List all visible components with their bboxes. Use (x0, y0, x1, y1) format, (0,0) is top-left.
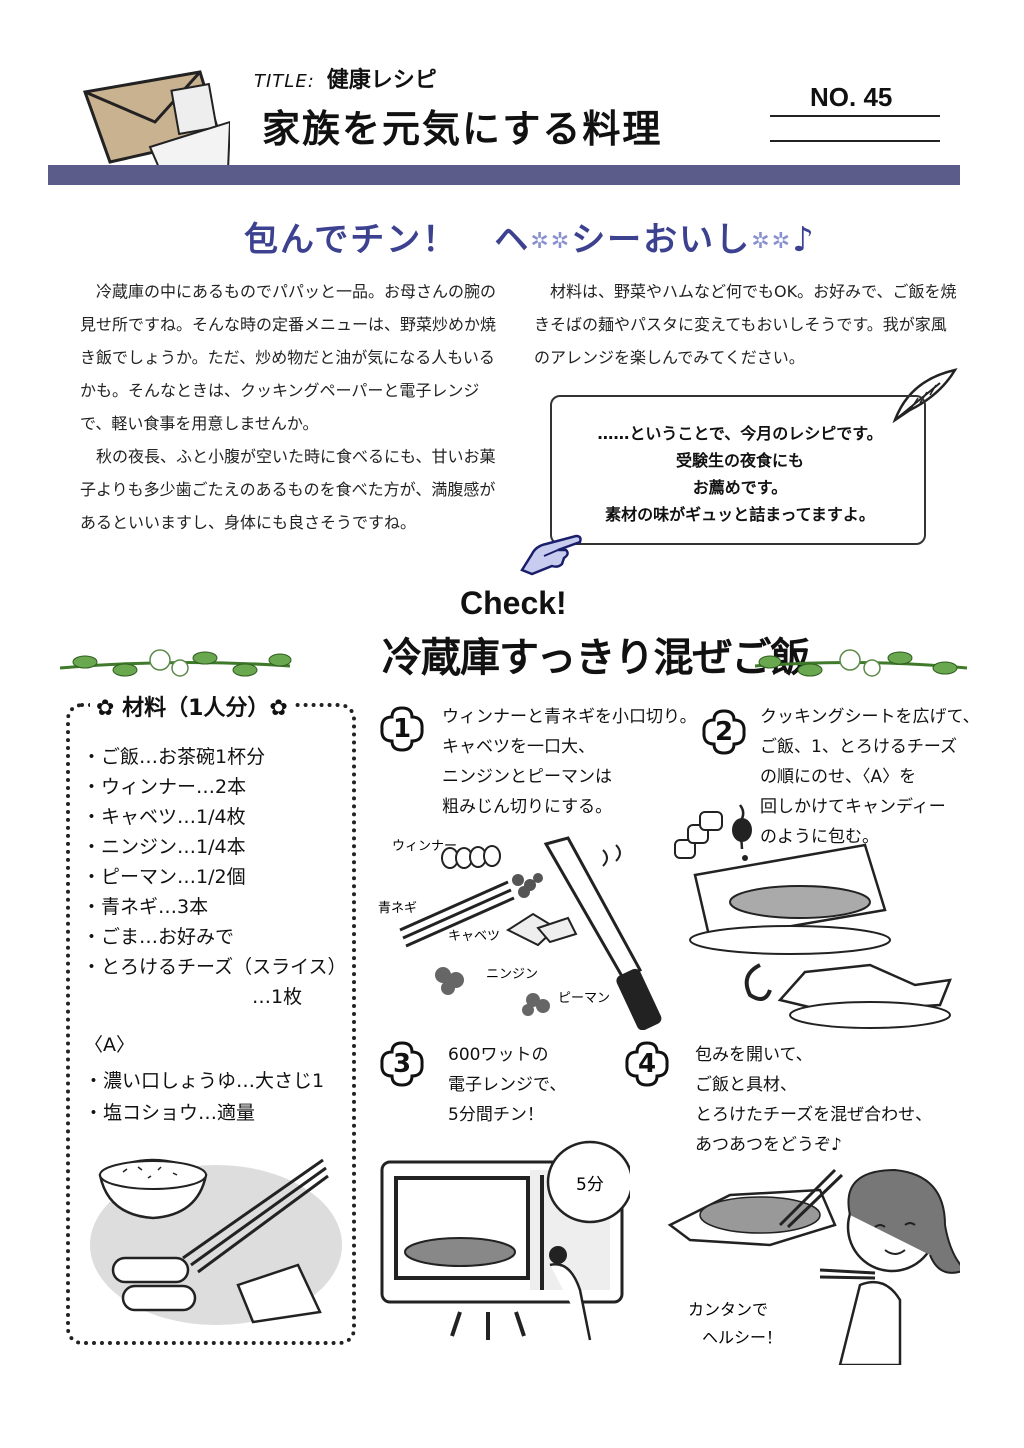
intro-paragraph: 冷蔵庫の中にあるものでパパッと一品。お母さんの腕の見せ所ですね。そんな時の定番メ… (80, 282, 497, 433)
intro-paragraph: 秋の夜長、ふと小腹が空いた時に食べるにも、甘いお菓子よりも多少歯ごたえのあるもの… (80, 447, 496, 532)
step-line: ご飯と具材、 (695, 1075, 797, 1095)
negi-label: 青ネギ (378, 901, 417, 916)
step-line: キャベツを一口大、 (442, 737, 595, 757)
headline-part2: シーおいし (571, 220, 752, 260)
ingredient-item-cont: …1枚 (252, 986, 303, 1008)
title-key: TITLE: (254, 71, 315, 92)
step-number: 2 (714, 717, 734, 747)
step-line: 600ワットの (448, 1045, 549, 1065)
ingredient-item: ピーマン…1/2個 (82, 862, 352, 892)
step-number-badge: 1 (378, 705, 426, 753)
divider (770, 140, 940, 142)
ingredient-item: ごま…お好みで (82, 922, 352, 952)
step-line: 電子レンジで、 (448, 1075, 567, 1095)
issue-number: NO. 45 (810, 82, 893, 112)
divider (770, 115, 940, 117)
envelope-icon (82, 70, 230, 171)
title-value: 健康レシピ (326, 68, 437, 93)
carrot-label: ニンジン (486, 967, 538, 982)
ingredient-item: ウィンナー…2本 (82, 772, 352, 802)
pepper-label: ピーマン (558, 991, 610, 1006)
vine-decoration-icon (754, 649, 968, 677)
step-number: 1 (392, 714, 412, 744)
ingredient-item: キャベツ…1/4枚 (82, 802, 352, 832)
bubble-line: お薦めです。 (692, 478, 788, 497)
step-line: とろけたチーズを混ぜ合わせ、 (695, 1105, 933, 1125)
recipe-title: 冷蔵庫すっきり混ぜご飯 (382, 635, 810, 681)
intro-right: 材料は、野菜やハムなど何でもOK。お好みで、ご飯を焼きそばの麺やパスタに変えても… (534, 275, 959, 374)
header-band (48, 165, 960, 185)
bubble-line: 受験生の夜食にも (675, 451, 804, 470)
step-line: の順にのせ、〈A〉を (760, 767, 917, 787)
easy-label: カンタンで (688, 1300, 768, 1319)
step-number: 3 (392, 1049, 412, 1079)
ingredients-illustration (90, 1158, 342, 1325)
headline: 包んでチン！ ヘ✲✲シーおいし✲✲♪ (244, 212, 816, 261)
step-number: 4 (637, 1049, 657, 1079)
step-number-badge: 3 (378, 1040, 426, 1088)
pointing-hand-icon (520, 534, 582, 576)
cutting-illustration: ウィンナー 青ネギ キャベツ ニンジン ピーマン (378, 836, 662, 1030)
speech-bubble (550, 395, 926, 545)
step-text: 包みを開いて、 ご飯と具材、 とろけたチーズを混ぜ合わせ、 あつあつをどうぞ♪ (695, 1040, 932, 1160)
flower-badge-icon (702, 709, 746, 755)
step-line: のように包む。 (760, 827, 879, 847)
ingredients-title: ✿ 材料（1人分）✿ (90, 690, 294, 722)
ingredient-item: ニンジン…1/4本 (82, 832, 352, 862)
step-text: 600ワットの 電子レンジで、 5分間チン！ (448, 1040, 566, 1130)
step-line: 5分間チン！ (448, 1105, 544, 1125)
step-line: あつあつをどうぞ♪ (695, 1135, 842, 1155)
intro-paragraph: 材料は、野菜やハムなど何でもOK。お好みで、ご飯を焼きそばの麺やパスタに変えても… (534, 282, 957, 367)
sausage-label: ウィンナー (392, 839, 457, 854)
intro-left: 冷蔵庫の中にあるものでパパッと一品。お母さんの腕の見せ所ですね。そんな時の定番メ… (80, 275, 500, 539)
ingredient-item: とろけるチーズ（スライス） (82, 952, 352, 982)
step-line: ニンジンとピーマンは (442, 767, 612, 787)
cabbage-label: キャベツ (448, 929, 500, 944)
headline-part1: 包んでチン！ ヘ (244, 220, 531, 260)
vine-decoration-icon (59, 649, 292, 677)
step-text: ウィンナーと青ネギを小口切り。 キャベツを一口大、 ニンジンとピーマンは 粗みじ… (442, 702, 697, 822)
bubble-text: ……ということで、今月のレシピです。 受験生の夜食にも お薦めです。 素材の味が… (560, 420, 920, 528)
bubble-line: 素材の味がギュッと詰まってますよ。 (605, 505, 875, 524)
step-number-badge: 2 (700, 708, 748, 756)
bubble-line: ……ということで、今月のレシピです。 (597, 424, 883, 443)
step-line: 包みを開いて、 (695, 1045, 813, 1065)
ingredient-item: ご飯…お茶碗1杯分 (82, 742, 352, 772)
eating-illustration: カンタンで ヘルシー！ (667, 1168, 960, 1365)
sauce-heading: 〈A〉 (84, 1034, 135, 1056)
ingredient-item: 青ネギ…3本 (82, 892, 352, 922)
timer-label: 5分 (576, 1175, 604, 1195)
flower-badge-icon (380, 1041, 424, 1087)
step-text: クッキングシートを広げて、 ご飯、1、とろけるチーズ の順にのせ、〈A〉を 回し… (760, 702, 980, 852)
step-line: 回しかけてキャンディー (760, 797, 946, 817)
sparkle-icon: ✲✲ (751, 229, 793, 254)
step-number-badge: 4 (623, 1040, 671, 1088)
sparkle-icon: ✲✲ (530, 229, 572, 254)
ingredients-list: ご飯…お茶碗1杯分 ウィンナー…2本 キャベツ…1/4枚 ニンジン…1/4本 ピ… (82, 742, 352, 1012)
sauce-list: 濃い口しょうゆ…大さじ1 塩コショウ…適量 (84, 1065, 324, 1129)
step-line: クッキングシートを広げて、 (760, 707, 980, 727)
headline-part3: ♪ (792, 220, 816, 260)
step-line: ウィンナーと青ネギを小口切り。 (442, 707, 697, 727)
step-line: 粗みじん切りにする。 (442, 797, 613, 817)
microwave-illustration: 5分 (380, 1140, 630, 1341)
flower-badge-icon (625, 1041, 669, 1087)
healthy-label: ヘルシー！ (702, 1328, 782, 1347)
step-line: ご飯、1、とろけるチーズ (760, 737, 957, 757)
sauce-item: 濃い口しょうゆ…大さじ1 (84, 1065, 324, 1097)
sauce-item: 塩コショウ…適量 (84, 1097, 324, 1129)
wrapping-illustration (674, 804, 952, 1029)
page-title: 家族を元気にする料理 (262, 107, 663, 151)
check-label: Check! (460, 585, 567, 621)
title-label: TITLE: 健康レシピ (254, 62, 437, 94)
flower-badge-icon (380, 706, 424, 752)
